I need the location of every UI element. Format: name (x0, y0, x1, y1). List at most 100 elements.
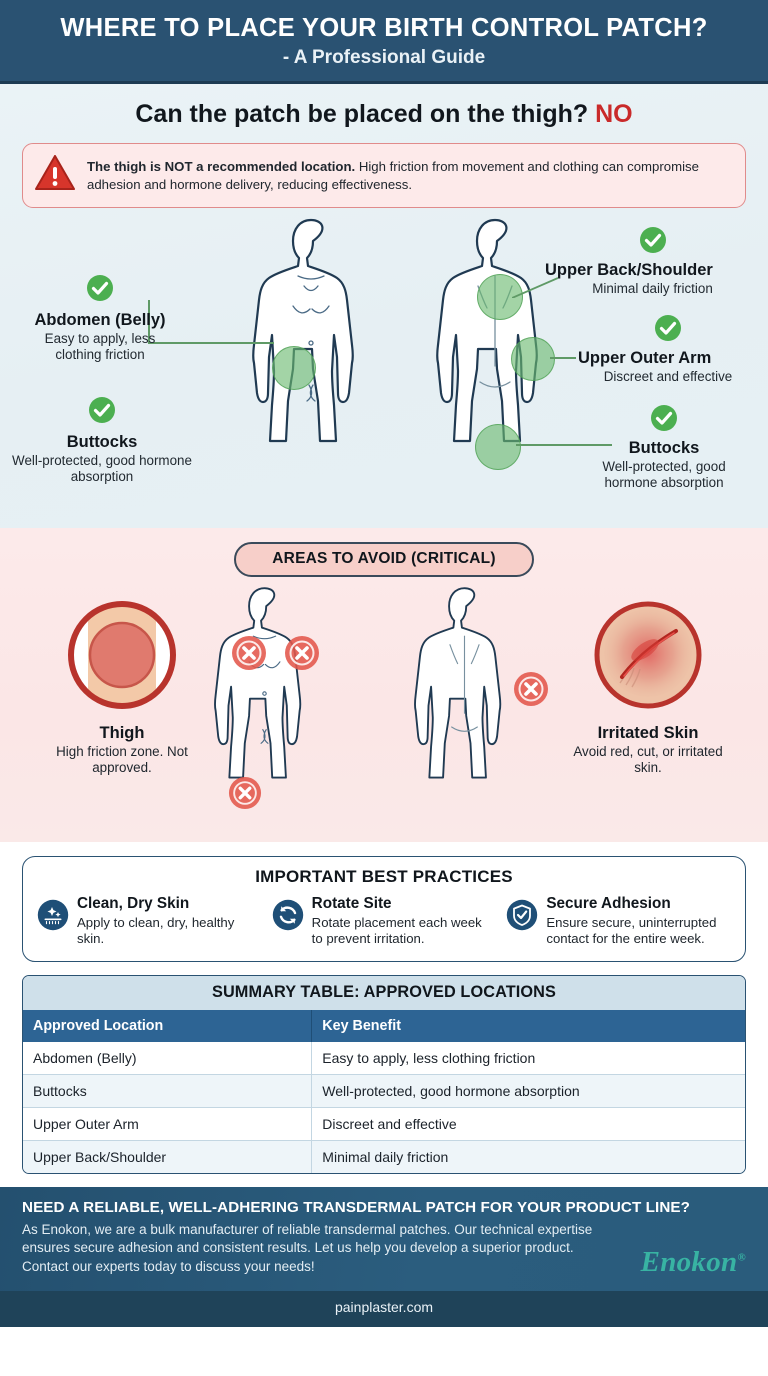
avoid-item-irritated-skin: Irritated Skin Avoid red, cut, or irrita… (558, 597, 738, 776)
sparkle-skin-icon (37, 899, 69, 936)
callout-title: Upper Back/Shoulder (545, 261, 713, 280)
table-cell-benefit: Minimal daily friction (322, 1148, 449, 1165)
footer-url: painplaster.com (334, 1298, 434, 1315)
check-circle-icon (654, 314, 682, 347)
practice-body: Apply to clean, dry, healthy skin. (77, 914, 235, 946)
green-spot-upper-arm (511, 337, 555, 382)
callout-title: Abdomen (Belly) (34, 311, 166, 330)
avoid-item-sub: High friction zone. Not approved. (56, 744, 188, 776)
avoid-marker-left-breast (231, 635, 267, 676)
avoid-item-title: Thigh (99, 724, 145, 743)
callout-buttocks-front: Buttocks Well-protected, good hormone ab… (12, 396, 192, 485)
table-col-location: Approved Location (23, 1009, 313, 1042)
callout-buttocks-back: Buttocks Well-protected, good hormone ab… (578, 404, 750, 491)
thigh-warning-rest: High friction from movement and clothing… (87, 159, 699, 192)
green-spot-buttocks-back (475, 424, 521, 471)
avoid-item-thigh: Thigh High friction zone. Not approved. (32, 597, 212, 776)
practice-title: Secure Adhesion (546, 895, 671, 913)
callout-title: Upper Outer Arm (578, 349, 712, 368)
avoid-front-body-figure (192, 583, 337, 828)
table-cell-benefit: Easy to apply, less clothing friction (311, 1041, 745, 1075)
areas-to-avoid-section: AREAS TO AVOID (CRITICAL) (0, 528, 768, 843)
leader-line-upper-back (511, 276, 559, 299)
enokon-logo: Enokon® (641, 1246, 746, 1279)
callout-title: Buttocks (628, 439, 700, 458)
no-entry-thigh-photo (64, 601, 180, 717)
practice-secure-adhesion: Secure Adhesion Ensure secure, uninterru… (506, 895, 731, 947)
practice-title: Clean, Dry Skin (77, 895, 190, 913)
avoid-back-body-figure (392, 583, 537, 828)
header-banner: WHERE TO PLACE YOUR BIRTH CONTROL PATCH?… (0, 0, 768, 85)
best-practices-card: IMPORTANT BEST PRACTICES Clean, Dry (22, 856, 746, 962)
table-row: Upper Outer Arm Discreet and effective (23, 1107, 745, 1141)
table-cell-location: Buttocks (23, 1074, 313, 1108)
callout-sub: Well-protected, good hormone absorption (12, 452, 192, 484)
body-figures-row: Abdomen (Belly) Easy to apply, less clot… (0, 212, 768, 512)
callout-title: Buttocks (66, 433, 138, 452)
approved-locations-section: Can the patch be placed on the thigh? NO… (0, 84, 768, 529)
leader-line-upper-arm (550, 357, 576, 360)
leader-line-buttocks-back (516, 444, 612, 447)
avoid-banner: AREAS TO AVOID (CRITICAL) (234, 542, 534, 578)
practice-body: Rotate placement each week to prevent ir… (311, 914, 482, 946)
callout-sub: Well-protected, good hormone absorption (602, 458, 726, 490)
thigh-warning-bold: The thigh is NOT a recommended location. (87, 159, 356, 174)
warning-triangle-icon (35, 155, 75, 196)
irritated-skin-photo (590, 601, 706, 717)
thigh-warning-text: The thigh is NOT a recommended location.… (87, 158, 731, 193)
practice-clean-dry-skin: Clean, Dry Skin Apply to clean, dry, hea… (37, 895, 262, 947)
page-subtitle: - A Professional Guide (282, 47, 486, 69)
table-row: Buttocks Well-protected, good hormone ab… (23, 1074, 745, 1108)
check-circle-icon (12, 396, 192, 429)
registered-mark: ® (737, 1251, 746, 1264)
thigh-answer-no: NO (595, 100, 633, 129)
table-col-benefit: Key Benefit (311, 1009, 745, 1042)
check-circle-icon (639, 226, 667, 259)
brand-name: Enokon (640, 1245, 738, 1278)
callout-sub: Easy to apply, less clothing friction (44, 330, 156, 362)
callout-upper-outer-arm: Upper Outer Arm Discreet and effective (578, 314, 758, 385)
shield-check-icon (506, 899, 538, 936)
avoid-item-title: Irritated Skin (597, 724, 699, 743)
page-title: WHERE TO PLACE YOUR BIRTH CONTROL PATCH? (60, 14, 708, 42)
avoid-marker-right-breast (284, 635, 320, 676)
green-spot-upper-back (477, 274, 523, 321)
green-spot-abdomen (272, 346, 316, 391)
table-cell-benefit: Discreet and effective (311, 1107, 745, 1141)
thigh-question-text: Can the patch be placed on the thigh? (135, 100, 589, 129)
cta-banner: NEED A RELIABLE, WELL-ADHERING TRANSDERM… (0, 1186, 768, 1291)
check-circle-icon (650, 404, 678, 437)
cta-heading: NEED A RELIABLE, WELL-ADHERING TRANSDERM… (22, 1198, 691, 1216)
best-practices-grid: Clean, Dry Skin Apply to clean, dry, hea… (37, 895, 731, 947)
avoid-item-sub: Avoid red, cut, or irritated skin. (573, 744, 723, 776)
table-cell-location: Abdomen (Belly) (23, 1041, 313, 1075)
rotate-arrows-icon (272, 899, 304, 936)
footer-bar: painplaster.com (0, 1290, 768, 1327)
avoid-marker-back-arm (513, 671, 549, 712)
practice-rotate-site: Rotate Site Rotate placement each week t… (272, 895, 497, 947)
callout-sub: Minimal daily friction (592, 280, 713, 296)
table-cell-benefit: Well-protected, good hormone absorption (311, 1074, 745, 1108)
table-header-row: Approved Location Key Benefit (23, 1009, 745, 1042)
check-circle-icon (20, 274, 180, 307)
table-row: Abdomen (Belly) Easy to apply, less clot… (23, 1041, 745, 1075)
summary-table: Approved Location Key Benefit Abdomen (B… (23, 1009, 745, 1173)
table-cell-location: Upper Outer Arm (23, 1107, 313, 1141)
callout-abdomen: Abdomen (Belly) Easy to apply, less clot… (20, 274, 180, 363)
avoid-figures-row: Thigh High friction zone. Not approved. (0, 583, 768, 833)
summary-table-title: SUMMARY TABLE: APPROVED LOCATIONS (23, 975, 745, 1010)
leader-line-abdomen (148, 300, 150, 345)
best-practices-heading: IMPORTANT BEST PRACTICES (255, 867, 513, 887)
thigh-question-line: Can the patch be placed on the thigh? NO (0, 100, 768, 129)
table-row: Upper Back/Shoulder Minimal daily fricti… (23, 1140, 745, 1173)
avoid-marker-groin (228, 776, 262, 815)
summary-table-card: SUMMARY TABLE: APPROVED LOCATIONS Approv… (22, 974, 746, 1174)
callout-upper-back-shoulder: Upper Back/Shoulder Minimal daily fricti… (545, 226, 760, 297)
table-cell-location: Upper Back/Shoulder (23, 1140, 313, 1173)
leader-line-abdomen-h (148, 342, 274, 345)
cta-body: As Enokon, we are a bulk manufacturer of… (22, 1221, 593, 1275)
thigh-warning-box: The thigh is NOT a recommended location.… (22, 143, 746, 209)
callout-sub: Discreet and effective (603, 368, 733, 384)
practice-body: Ensure secure, uninterrupted contact for… (546, 914, 717, 946)
